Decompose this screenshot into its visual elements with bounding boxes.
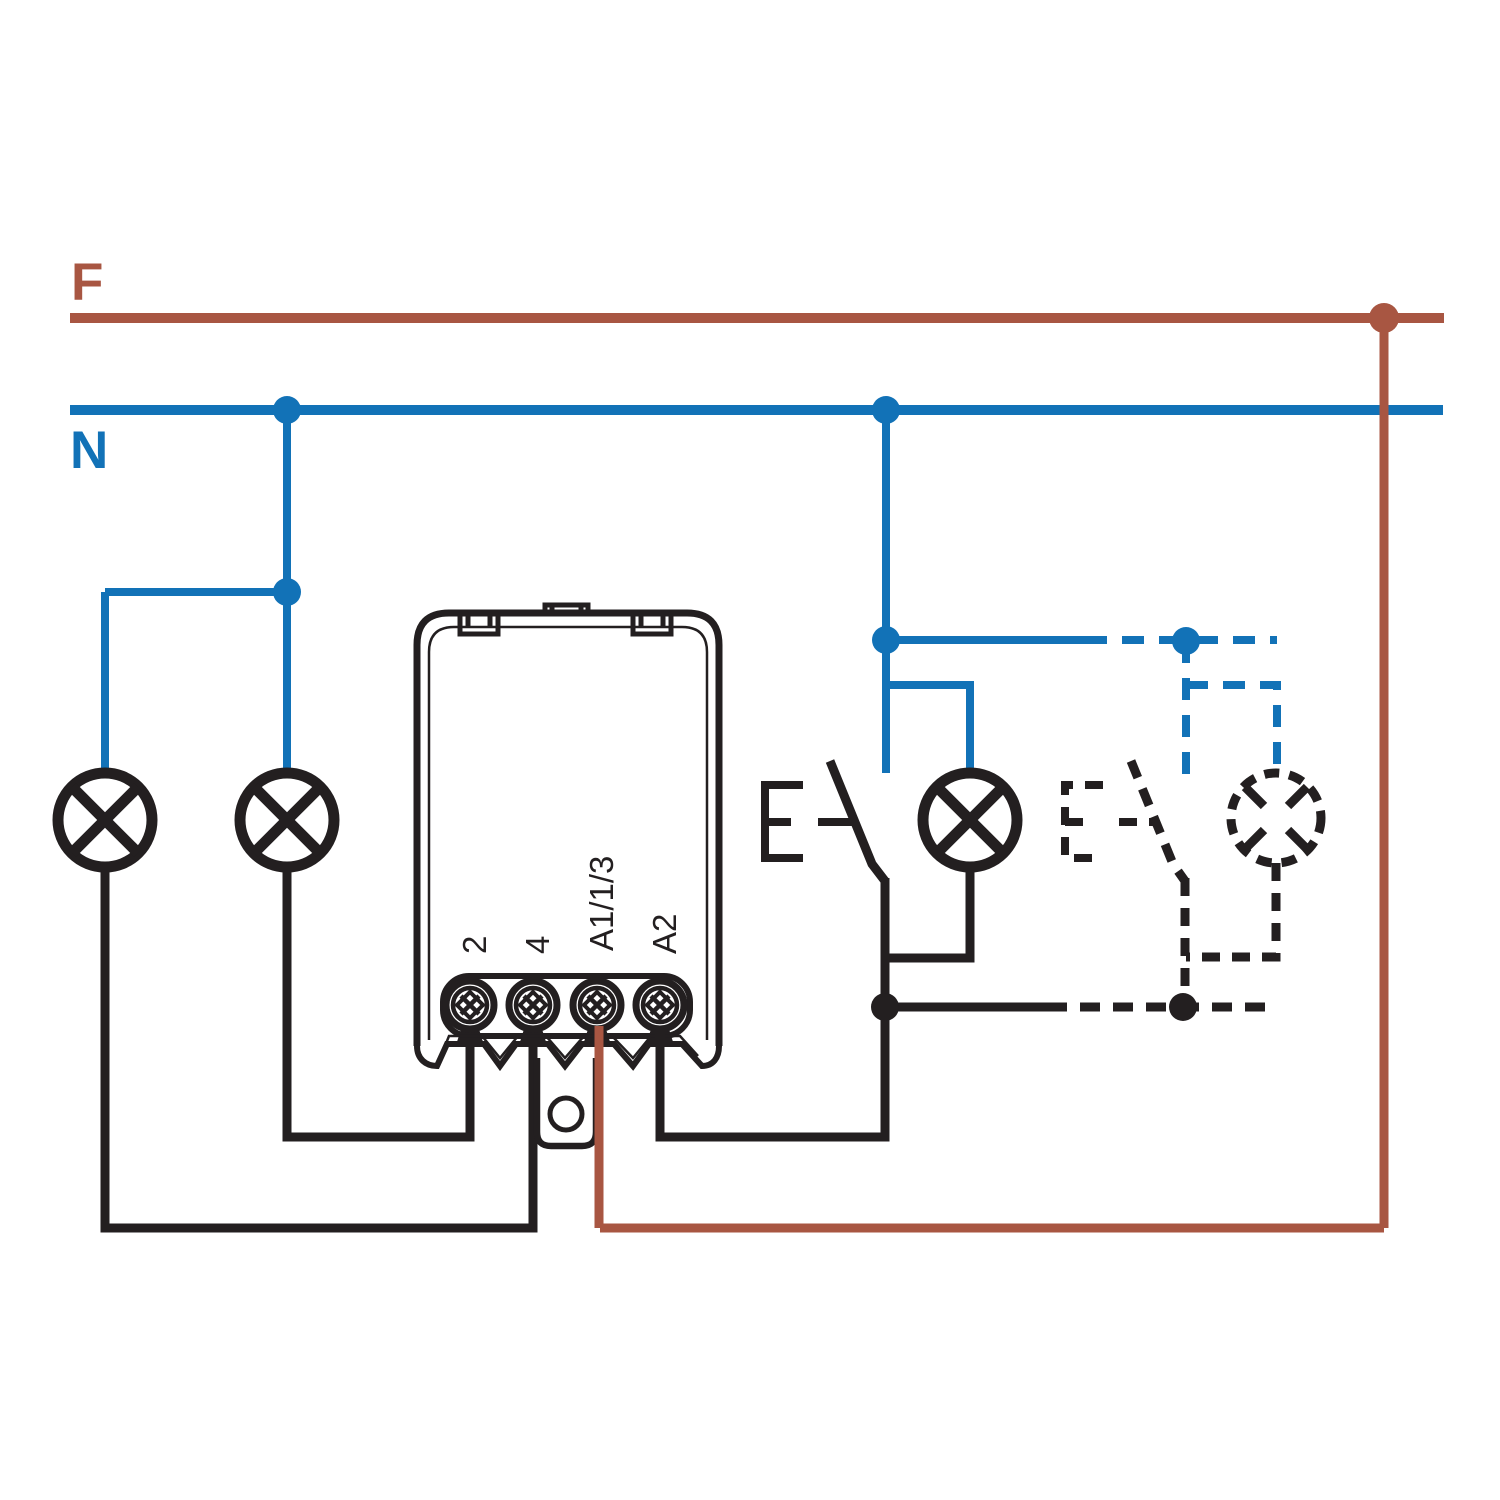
switch-return-wiring xyxy=(655,993,1273,1142)
module-clip-right xyxy=(630,614,674,637)
mounting-tab xyxy=(533,1058,600,1150)
mounting-hole xyxy=(547,1095,585,1133)
alternate-push-button-dashed xyxy=(1061,759,1190,1007)
neutral-rail: N xyxy=(70,405,1443,480)
neutral-junction-dot xyxy=(273,578,301,606)
phase-rail: F xyxy=(70,253,1444,323)
lamp-return-wires xyxy=(100,867,538,1233)
phase-wiring xyxy=(600,303,1399,1233)
controlled-lamp xyxy=(885,767,1023,963)
terminal-label-4: 4 xyxy=(519,936,556,954)
phase-rail-label: F xyxy=(71,253,103,312)
relay-module: 2 4 A1/1/3 A2 xyxy=(413,602,723,1150)
neutral-junction-dot xyxy=(872,396,900,424)
lamp-1 xyxy=(52,767,158,873)
terminal-label-2: 2 xyxy=(456,936,493,954)
push-button-switch xyxy=(761,759,890,1007)
terminal-screw-4 xyxy=(505,977,561,1033)
lamp-2 xyxy=(234,767,340,873)
alternate-lamp-dashed xyxy=(1186,768,1326,962)
neutral-junction-dot xyxy=(273,396,301,424)
terminal-label-a113: A1/1/3 xyxy=(583,856,620,951)
module-top-tab xyxy=(542,602,591,612)
module-clip-left xyxy=(457,614,501,637)
phase-junction-dot xyxy=(1369,303,1399,333)
terminal-screw-2 xyxy=(442,977,498,1033)
neutral-wiring xyxy=(101,396,1085,773)
terminal-label-a2: A2 xyxy=(646,914,683,954)
neutral-junction-dot-dashed xyxy=(1172,627,1200,655)
neutral-rail-label: N xyxy=(70,421,108,480)
neutral-wiring-dashed xyxy=(1085,627,1281,777)
neutral-junction-dot xyxy=(872,626,900,654)
black-junction-dot xyxy=(871,993,899,1021)
terminal-screw-a113 xyxy=(569,977,625,1033)
terminal-screw-a2 xyxy=(632,977,688,1033)
